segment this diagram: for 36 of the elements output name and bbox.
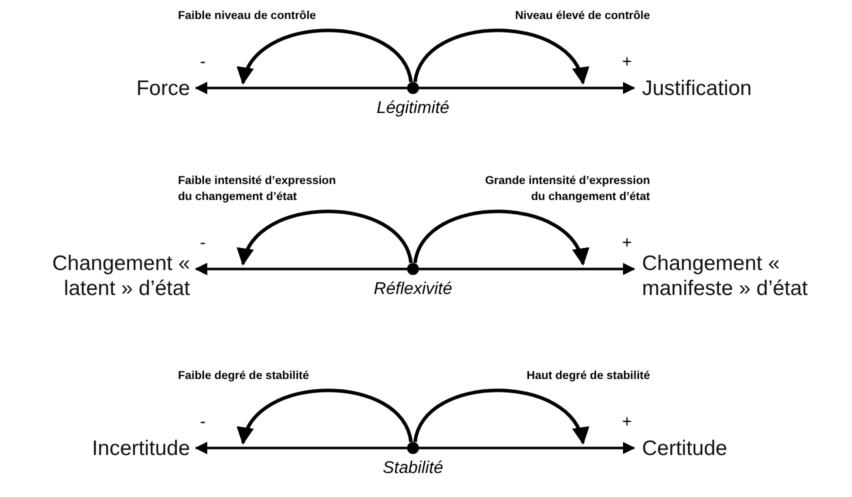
sign-label: + [622,412,632,432]
sign-label: + [622,52,632,72]
axis-arrow [419,262,636,276]
axis-label: Stabilité [382,458,444,478]
axis-label: Réflexivité [374,279,452,299]
curved-arrow [240,28,413,85]
pole-label: Certitude [642,436,728,461]
edge-label: Faible niveau de contrôle [178,9,318,24]
curved-arrow [240,388,413,445]
axis-arrow [419,442,636,454]
axis-arrow [194,442,407,454]
pole-label: Justification [642,76,752,101]
pole-label: Incertitude [92,436,190,461]
sign-label: - [200,52,206,72]
sign-label: + [622,233,632,253]
curved-arrow [413,210,586,266]
axis-arrow [194,82,407,94]
edge-label: Niveau élevé de contrôle [514,9,650,24]
curved-arrow [413,388,586,445]
edge-label: Grande intensité d’expression du changement d’état [484,174,650,205]
curved-arrow [413,28,586,85]
center-dot [407,82,419,94]
axis-arrow [194,262,407,276]
edge-label: Haut degré de stabilité [526,369,650,384]
axis-arrow [419,82,636,94]
edge-label: Faible degré de stabilité [178,369,310,384]
axis-label: Légitimité [376,98,450,118]
center-dot [407,442,419,454]
curved-arrow [240,210,413,266]
pole-label: Changement « manifeste » d’état [642,251,842,301]
edge-label: Faible intensité d’expression du changement d’état [178,174,337,205]
pole-label: Changement « latent » d’état [0,251,190,301]
sign-label: - [200,412,206,432]
pole-label: Force [136,76,190,101]
center-dot [407,263,419,275]
sign-label: - [200,233,206,253]
